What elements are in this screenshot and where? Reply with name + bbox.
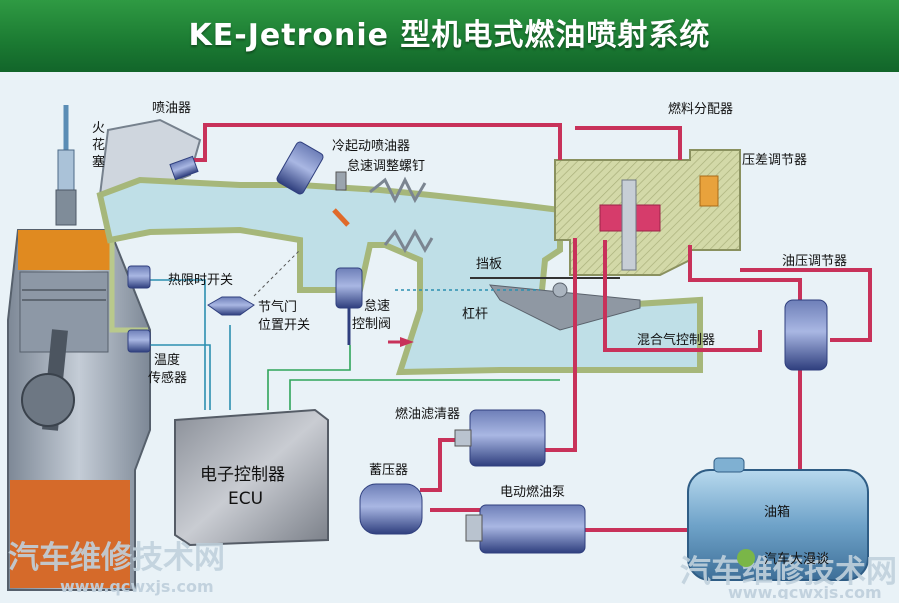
- control-plunger: [621, 179, 637, 271]
- baffle-lever: [388, 277, 641, 347]
- throttle-position-switch: [207, 249, 301, 316]
- control-line: [603, 240, 762, 352]
- regulator-return: [740, 268, 872, 342]
- label-tank: 油箱: [764, 504, 790, 520]
- engine-block: [7, 229, 151, 591]
- fuel-pressure-regulator-body: [784, 299, 828, 371]
- watermark-left-url: www.qcwxjs.com: [60, 577, 214, 596]
- page-title: KE-Jetronie 型机电式燃油喷射系统: [188, 18, 711, 53]
- label-accumulator: 蓄压器: [369, 463, 408, 478]
- label-diff-pressure-regulator: 压差调节器: [742, 153, 807, 168]
- electric-fuel-pump: [465, 504, 586, 554]
- signal-lines: [150, 279, 560, 410]
- label-idle-valve-1: 怠速: [364, 298, 390, 314]
- label-idle-valve-2: 控制阀: [352, 317, 391, 332]
- label-spark-plug-2: 花: [92, 137, 105, 153]
- label-fuel-distributor: 燃料分配器: [668, 101, 733, 117]
- label-mixture-controller: 混合气控制器: [637, 332, 715, 348]
- label-fuel-pressure-regulator: 油压调节器: [782, 254, 847, 269]
- fuel-tank: [687, 457, 869, 581]
- label-cold-start-injector: 冷起动喷油器: [332, 139, 410, 154]
- idle-screw: [332, 171, 350, 227]
- accumulator-filter-line: [420, 438, 470, 492]
- label-baffle: 挡板: [476, 257, 502, 272]
- cold-start-injector: [276, 141, 324, 195]
- title-bar: KE-Jetronie 型机电式燃油喷射系统: [0, 0, 899, 72]
- label-electric-pump: 电动燃油泵: [500, 484, 565, 500]
- fuel-injection-diagram: 火 花 塞 喷油器 冷起动喷油器 怠速调整螺钉 燃料分配器 压差调节器 油压调节…: [7, 101, 897, 602]
- label-ecu-name: 电子控制器: [200, 465, 285, 485]
- label-throttle-switch-2: 位置开关: [258, 318, 310, 333]
- watermark-right-url: www.qcwxjs.com: [728, 583, 882, 599]
- wechat-account: 汽车大漫谈: [764, 551, 829, 567]
- label-ecu-abbr: ECU: [228, 489, 263, 509]
- diagram-stage: 火 花 塞 喷油器 冷起动喷油器 怠速调整螺钉 燃料分配器 压差调节器 油压调节…: [0, 72, 899, 602]
- combustion-chamber: [18, 230, 110, 270]
- labels: 火 花 塞 喷油器 冷起动喷油器 怠速调整螺钉 燃料分配器 压差调节器 油压调节…: [92, 101, 847, 520]
- mixture-controller-housing: [554, 149, 741, 276]
- watermarks: 汽车维修技术网 www.qcwxjs.com 汽车维修技术网 www.qcwxj…: [8, 540, 897, 602]
- label-fuel-filter: 燃油滤清器: [395, 406, 460, 422]
- label-spark-plug-3: 塞: [92, 154, 105, 170]
- thermo-time-switch: [127, 265, 151, 289]
- return-line: [575, 126, 682, 160]
- idle-control-valve: [335, 267, 363, 345]
- regulator-line: [688, 245, 802, 300]
- spark-plug: [55, 105, 77, 226]
- injector: [169, 155, 199, 181]
- label-thermo-time-switch: 热限时开关: [168, 273, 233, 288]
- label-throttle-switch-1: 节气门: [258, 299, 297, 315]
- label-injector: 喷油器: [152, 101, 191, 116]
- watermark-right: 汽车维修技术网: [680, 554, 897, 590]
- fuel-lines: [190, 123, 872, 532]
- label-lever: 杠杆: [462, 306, 488, 322]
- label-idle-screw: 怠速调整螺钉: [347, 158, 425, 174]
- temperature-sensor: [127, 329, 151, 353]
- crankshaft: [21, 373, 75, 427]
- diff-regulator-body: [699, 175, 719, 207]
- throttle-plate: [332, 208, 350, 227]
- label-temp-sensor-1: 温度: [154, 352, 180, 368]
- oil-sump: [10, 480, 130, 588]
- fuel-filter: [454, 409, 546, 467]
- ecu-box: [174, 408, 329, 547]
- label-spark-plug-1: 火: [92, 121, 105, 136]
- wechat-icon: [737, 549, 755, 567]
- injector-fuel-line: [190, 123, 562, 162]
- watermark-left: 汽车维修技术网: [8, 540, 225, 576]
- filter-line: [540, 238, 577, 452]
- accumulator: [359, 483, 423, 535]
- label-temp-sensor-2: 传感器: [148, 370, 187, 386]
